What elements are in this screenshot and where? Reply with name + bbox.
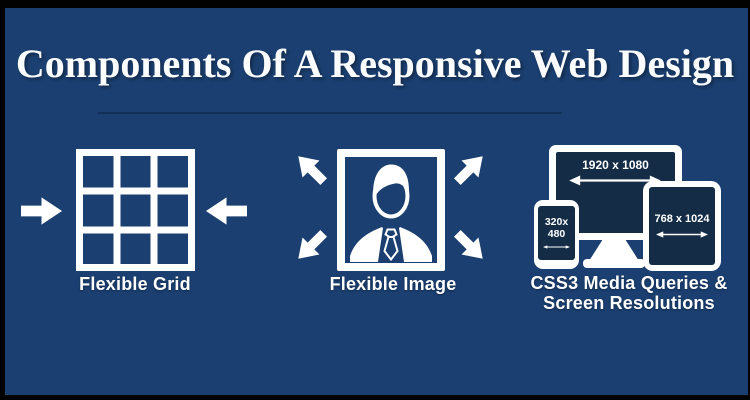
monitor-stand xyxy=(589,239,639,261)
arrow-up-right-icon xyxy=(453,156,483,186)
media-queries-label: CSS3 Media Queries & Screen Resolutions xyxy=(505,273,750,313)
top-border xyxy=(0,0,750,8)
arrow-left-icon xyxy=(206,197,247,225)
monitor-base xyxy=(583,259,645,268)
monitor-resolution-text: 1920 x 1080 xyxy=(582,158,649,172)
phone-resolution-line1: 320x xyxy=(544,215,569,228)
media-queries-label-line1: CSS3 Media Queries & xyxy=(530,273,728,293)
media-queries-label-line2: Screen Resolutions xyxy=(543,293,715,313)
title-divider-line xyxy=(98,112,562,114)
smartphone-icon: 320x 480 xyxy=(534,200,579,269)
phone-resolution-line2: 480 xyxy=(547,227,566,240)
page-title: Components Of A Responsive Web Design xyxy=(15,41,735,86)
right-border xyxy=(748,0,750,400)
horizontal-double-arrow-icon xyxy=(656,231,708,238)
flexible-image-label: Flexible Image xyxy=(329,274,457,294)
arrow-down-left-icon xyxy=(298,229,328,259)
photo-frame xyxy=(337,149,445,271)
flexible-grid-label: Flexible Grid xyxy=(79,274,191,294)
tablet-resolution-text: 768 x 1024 xyxy=(654,213,710,225)
arrow-down-right-icon xyxy=(453,229,483,259)
grid-3x3-icon xyxy=(76,149,195,271)
tablet-screen: 768 x 1024 xyxy=(649,187,715,265)
left-border xyxy=(0,0,5,400)
phone-screen: 320x 480 xyxy=(538,206,575,260)
bottom-border xyxy=(0,395,750,400)
arrow-right-icon xyxy=(21,197,62,225)
person-portrait-icon xyxy=(350,164,432,262)
tablet-icon: 768 x 1024 xyxy=(643,181,721,271)
arrow-up-left-icon xyxy=(298,156,328,186)
horizontal-double-arrow-icon xyxy=(543,244,570,249)
